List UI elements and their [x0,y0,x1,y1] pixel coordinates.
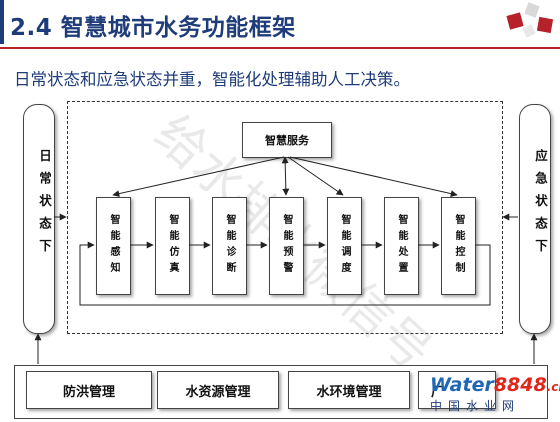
logo-suffix: .cn [546,380,560,394]
left-state-label: 日常状态下 [37,149,52,262]
smart-service-box: 智慧服务 [242,122,332,158]
water8848-logo: Water8848.cn 中国水业网 [430,374,560,418]
water-resource-management-box: 水资源管理 [157,371,279,409]
module-warning: 智能预警 [269,197,304,295]
module-diagnosis: 智能诊断 [212,197,247,295]
module-handling: 智能处置 [384,197,419,295]
module-simulation: 智能仿真 [155,197,190,295]
logo-word-a: Water [430,374,494,396]
module-control: 智能控制 [441,197,476,295]
water-environment-management-box: 水环境管理 [288,371,410,409]
flood-management-box: 防洪管理 [26,371,152,409]
subtitle: 日常状态和应急状态并重，智能化处理辅助人工决策。 [14,70,410,89]
module-perception: 智能感知 [96,197,131,295]
partial-management-box: 厂 [418,371,496,409]
right-state-panel: 应急状态下 [519,104,551,334]
title-accent-bar [0,0,4,44]
module-dispatch: 智能调度 [327,197,362,295]
logo-word-b: 8848 [493,374,547,396]
right-state-label: 应急状态下 [533,149,548,262]
decorative-cubes-icon [506,2,554,38]
title-divider [0,47,560,49]
page-title: 2.4 智慧城市水务功能框架 [10,15,296,41]
logo-chinese-text: 中国水业网 [430,399,521,413]
left-state-panel: 日常状态下 [23,104,55,334]
